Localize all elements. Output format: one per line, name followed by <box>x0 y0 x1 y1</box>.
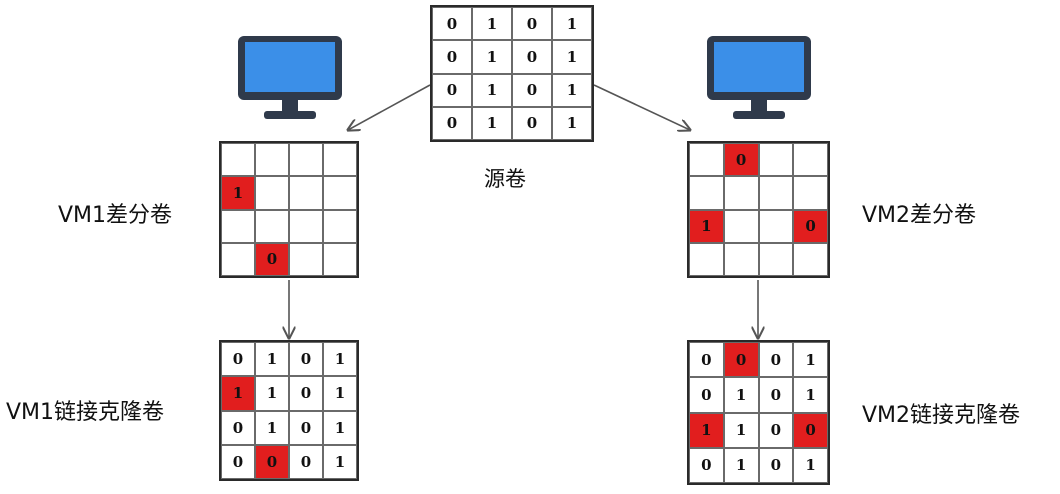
grid-cell: 1 <box>255 410 289 445</box>
grid-cell: 1 <box>221 176 255 210</box>
vm1-linked-clone-label: VM1链接克隆卷 <box>6 400 165 425</box>
grid-cell <box>323 143 357 177</box>
grid-cell: 0 <box>793 412 828 448</box>
grid-cell: 1 <box>723 412 759 448</box>
grid-cell <box>323 242 357 276</box>
grid-cell: 1 <box>221 376 255 411</box>
grid-cell: 0 <box>255 242 289 276</box>
grid-cell <box>255 176 289 210</box>
grid-cell <box>289 242 323 276</box>
grid-cell: 1 <box>689 412 724 448</box>
grid-cell <box>689 143 724 177</box>
grid-cell: 1 <box>323 376 357 411</box>
grid-cell: 1 <box>723 377 759 413</box>
grid-cell: 0 <box>689 377 724 413</box>
vm2-diff-volume-label: VM2差分卷 <box>862 203 977 228</box>
arrow-source-to-vm1-diff <box>348 84 431 130</box>
grid-cell: 0 <box>512 40 552 74</box>
grid-cell <box>221 143 255 177</box>
grid-cell <box>221 209 255 243</box>
grid-cell <box>758 209 794 243</box>
grid-cell <box>255 143 289 177</box>
grid-cell: 0 <box>758 342 794 378</box>
grid-cell: 0 <box>758 447 794 483</box>
grid-cell <box>793 143 828 177</box>
grid-cell: 0 <box>723 143 759 177</box>
grid-cell: 1 <box>793 342 828 378</box>
grid-cell: 1 <box>472 73 512 107</box>
grid-cell <box>723 242 759 276</box>
grid-cell: 0 <box>432 40 472 74</box>
grid-cell: 1 <box>323 444 357 479</box>
grid-cell: 0 <box>512 106 552 140</box>
grid-cell <box>758 143 794 177</box>
grid-cell: 1 <box>472 7 512 41</box>
grid-cell: 1 <box>255 376 289 411</box>
grid-cell: 1 <box>472 106 512 140</box>
grid-cell: 0 <box>512 7 552 41</box>
grid-cell <box>289 176 323 210</box>
vm2-monitor-icon <box>707 36 811 119</box>
grid-cell: 1 <box>552 106 592 140</box>
grid-cell <box>323 209 357 243</box>
grid-cell <box>255 209 289 243</box>
grid-cell: 0 <box>758 377 794 413</box>
grid-cell <box>723 209 759 243</box>
grid-cell: 0 <box>723 342 759 378</box>
grid-cell: 1 <box>472 40 512 74</box>
arrow-source-to-vm2-diff <box>593 84 690 130</box>
grid-cell: 1 <box>689 209 724 243</box>
grid-cell: 0 <box>289 444 323 479</box>
grid-cell: 0 <box>221 410 255 445</box>
grid-cell <box>323 176 357 210</box>
grid-cell: 0 <box>432 73 472 107</box>
grid-cell: 0 <box>432 106 472 140</box>
grid-cell: 0 <box>758 412 794 448</box>
grid-cell <box>758 176 794 210</box>
grid-cell: 1 <box>723 447 759 483</box>
vm1-monitor-icon <box>238 36 342 119</box>
grid-cell: 0 <box>689 447 724 483</box>
grid-cell: 0 <box>512 73 552 107</box>
grid-cell <box>221 242 255 276</box>
grid-cell: 0 <box>289 376 323 411</box>
grid-cell: 1 <box>323 410 357 445</box>
grid-cell: 1 <box>793 377 828 413</box>
grid-cell: 0 <box>432 7 472 41</box>
grid-cell <box>689 242 724 276</box>
vm2-diff-volume-grid: 0 1 0 <box>687 141 830 278</box>
grid-cell: 0 <box>221 342 255 377</box>
grid-cell <box>793 176 828 210</box>
grid-cell: 0 <box>255 444 289 479</box>
grid-cell: 1 <box>552 7 592 41</box>
vm2-linked-clone-label: VM2链接克隆卷 <box>862 403 1021 428</box>
grid-cell: 0 <box>221 444 255 479</box>
grid-cell <box>689 176 724 210</box>
grid-cell: 1 <box>552 40 592 74</box>
grid-cell <box>289 209 323 243</box>
grid-cell: 1 <box>552 73 592 107</box>
grid-cell: 0 <box>689 342 724 378</box>
grid-cell <box>723 176 759 210</box>
source-volume-label: 源卷 <box>484 167 526 191</box>
grid-cell: 1 <box>793 447 828 483</box>
grid-cell <box>758 242 794 276</box>
grid-cell: 0 <box>289 342 323 377</box>
grid-cell: 0 <box>793 209 828 243</box>
grid-cell: 0 <box>289 410 323 445</box>
grid-cell <box>793 242 828 276</box>
grid-cell <box>289 143 323 177</box>
vm1-diff-volume-label: VM1差分卷 <box>58 203 173 228</box>
grid-cell: 1 <box>255 342 289 377</box>
grid-cell: 1 <box>323 342 357 377</box>
